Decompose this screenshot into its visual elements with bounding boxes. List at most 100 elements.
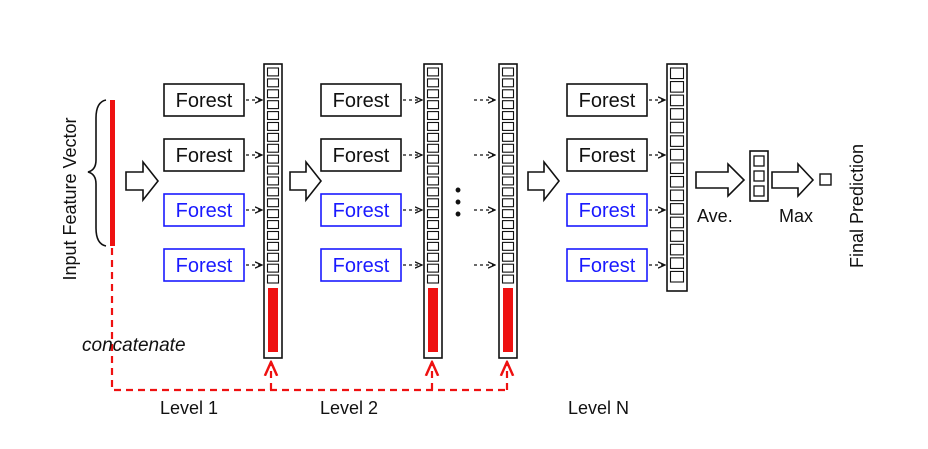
class-vector-cell xyxy=(501,154,515,164)
final-prediction-label: Final Prediction xyxy=(847,144,867,268)
forest-box xyxy=(320,248,402,282)
forest-label: Forest xyxy=(333,90,390,112)
class-vector-cell xyxy=(669,94,685,107)
class-vector-cell xyxy=(669,81,685,93)
forest-box xyxy=(566,138,648,172)
class-vector-cell xyxy=(669,175,685,188)
class-vector-cell xyxy=(426,241,440,251)
input-brace xyxy=(87,99,107,247)
class-vector-cell xyxy=(501,143,515,153)
class-vector-cell xyxy=(426,154,440,164)
final-prediction-box xyxy=(819,173,832,186)
class-vector-cell xyxy=(426,100,440,110)
class-vector-cell xyxy=(426,143,440,153)
class-vector-cell xyxy=(501,198,515,208)
class-vector-cell xyxy=(669,189,685,202)
forest-box xyxy=(566,193,648,227)
class-vector-cell xyxy=(669,270,685,283)
forest-box xyxy=(566,248,648,282)
class-vector-cell xyxy=(501,263,515,273)
class-vector-cell xyxy=(426,132,440,142)
level-label-2: Level 2 xyxy=(320,398,378,418)
class-vector-cell xyxy=(501,241,515,251)
levels-layer: ForestForestForestForestForestForestFore… xyxy=(163,63,688,359)
class-vector-cell xyxy=(426,198,440,208)
forest-label: Forest xyxy=(176,90,233,112)
class-vector-cell xyxy=(501,100,515,110)
class-vector-cell xyxy=(266,165,280,175)
class-vector-cell xyxy=(266,132,280,142)
class-vector-cell xyxy=(669,257,685,269)
ellipsis-dot-3: • xyxy=(455,204,461,224)
forest-box xyxy=(163,248,245,282)
level-label-1: Level 1 xyxy=(160,398,218,418)
class-vector-cell xyxy=(426,165,440,175)
class-vector-cell xyxy=(266,241,280,251)
class-vector-cell xyxy=(669,216,685,229)
input-feature-label: Input Feature Vector xyxy=(60,117,80,280)
class-vector-cell xyxy=(266,198,280,208)
forest-box xyxy=(320,83,402,117)
class-vector-cell xyxy=(501,209,515,219)
class-vector-cell xyxy=(266,89,280,99)
class-vector-cell xyxy=(669,121,685,134)
class-vector-cell xyxy=(669,67,685,80)
class-vector-cell xyxy=(501,187,515,197)
max-label: Max xyxy=(779,206,813,226)
class-vector-cell xyxy=(501,274,515,284)
level-label-n: Level N xyxy=(568,398,629,418)
class-vector-cell xyxy=(426,67,440,77)
class-vector-cell xyxy=(426,111,440,121)
class-vector-cell xyxy=(266,111,280,121)
class-vector-cell xyxy=(266,252,280,262)
class-vector-cell xyxy=(266,121,280,131)
class-vector-cell xyxy=(266,78,280,88)
class-vector-cell xyxy=(501,220,515,230)
class-vector-cell xyxy=(426,274,440,284)
class-vector-cell xyxy=(266,274,280,284)
forest-label: Forest xyxy=(579,200,636,222)
class-vector-cell xyxy=(669,230,685,242)
forest-label: Forest xyxy=(176,145,233,167)
class-vector-cell xyxy=(266,187,280,197)
forest-label: Forest xyxy=(176,200,233,222)
forest-box xyxy=(163,138,245,172)
class-vector-cell xyxy=(501,89,515,99)
class-vector-cell xyxy=(501,111,515,121)
class-vector-cell xyxy=(266,100,280,110)
class-vector-cell xyxy=(266,67,280,77)
forest-box xyxy=(163,193,245,227)
class-vector-cell xyxy=(426,220,440,230)
class-vector-cell xyxy=(426,252,440,262)
ellipsis-dot-1: • xyxy=(455,180,461,200)
concatenated-input-segment xyxy=(503,288,513,352)
class-vector-cell xyxy=(501,165,515,175)
class-vector-cell xyxy=(426,89,440,99)
class-vector-cell xyxy=(669,135,685,147)
max-block-arrow xyxy=(771,161,815,199)
forest-label: Forest xyxy=(579,255,636,277)
forest-label: Forest xyxy=(333,255,390,277)
input-feature-bar xyxy=(110,100,115,246)
class-vector-cell xyxy=(669,243,685,256)
class-vector-cell xyxy=(426,263,440,273)
concatenated-input-segment xyxy=(268,288,278,352)
ave-label: Ave. xyxy=(697,206,733,226)
block-arrow-to-levelN xyxy=(527,159,561,203)
class-vector-cell xyxy=(266,263,280,273)
forest-box xyxy=(566,83,648,117)
ave-block-arrow xyxy=(695,162,746,198)
class-vector-cell xyxy=(266,176,280,186)
forest-label: Forest xyxy=(579,90,636,112)
class-vector-cell xyxy=(669,148,685,161)
class-vector-cell xyxy=(501,121,515,131)
forest-label: Forest xyxy=(176,255,233,277)
class-vector-cell xyxy=(426,78,440,88)
class-vector-cell xyxy=(266,154,280,164)
class-vector-cell xyxy=(426,121,440,131)
class-vector-cell xyxy=(266,143,280,153)
averaged-class-cell xyxy=(753,155,765,167)
forest-label: Forest xyxy=(333,145,390,167)
